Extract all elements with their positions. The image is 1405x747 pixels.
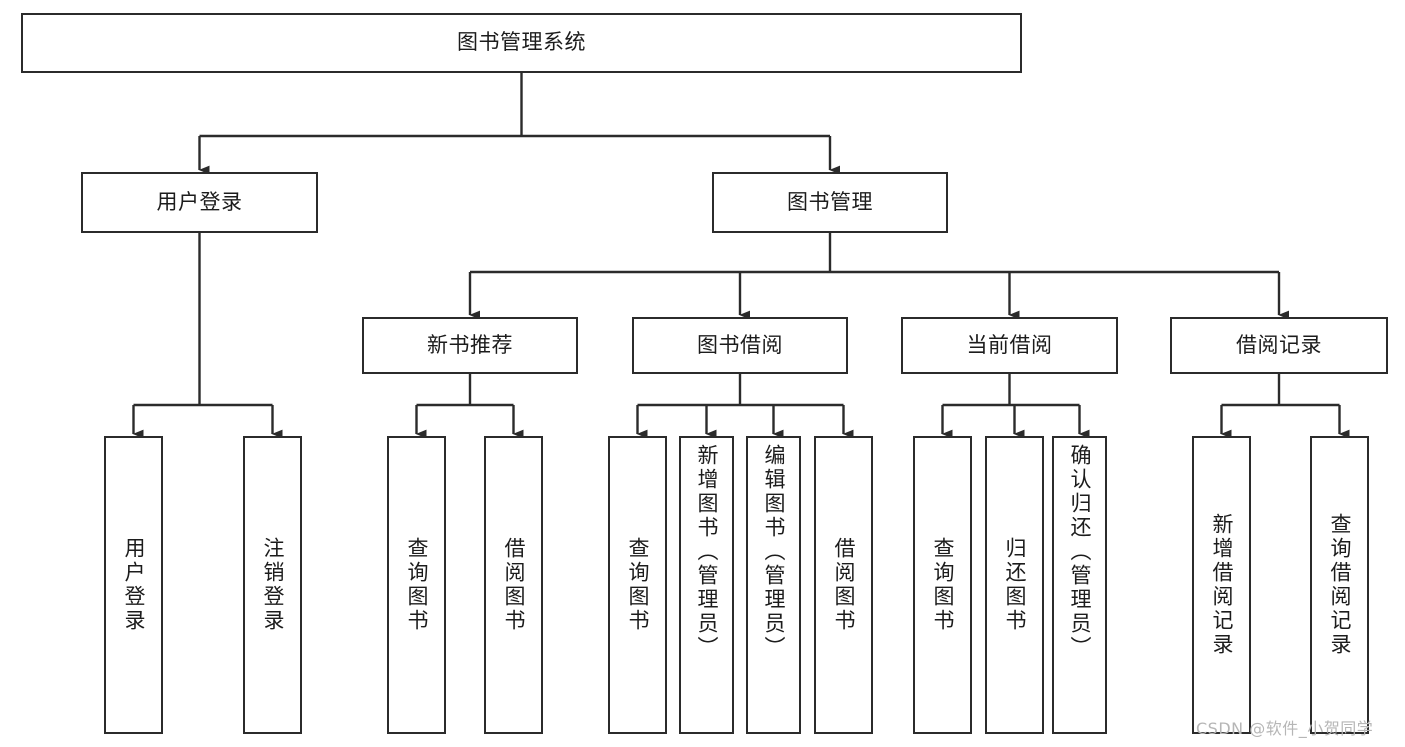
node-current-borrow[interactable]: 当前借阅 xyxy=(901,317,1118,374)
node-new-book-recommend-label: 新书推荐 xyxy=(427,332,513,357)
node-leaf-user-login-label: 用户登录 xyxy=(122,537,146,633)
node-book-borrow-label: 图书借阅 xyxy=(697,332,783,357)
node-user-login-label: 用户登录 xyxy=(156,189,243,214)
node-leaf-user-logout-label: 注销登录 xyxy=(261,537,285,633)
node-leaf-borrow-book-1-label: 借阅图书 xyxy=(502,537,526,633)
node-leaf-query-book-1-label: 查询图书 xyxy=(405,537,429,633)
node-leaf-add-borrow-record-label: 新增借阅记录 xyxy=(1210,513,1234,657)
connector-lines xyxy=(132,73,1350,439)
node-book-manage[interactable]: 图书管理 xyxy=(712,172,948,233)
node-leaf-borrow-book-1[interactable]: 借阅图书 xyxy=(484,436,543,734)
node-leaf-edit-book-admin-label: 编辑图书（管理员） xyxy=(762,444,786,660)
node-book-borrow[interactable]: 图书借阅 xyxy=(632,317,848,374)
node-user-login[interactable]: 用户登录 xyxy=(81,172,318,233)
node-leaf-confirm-return-admin[interactable]: 确认归还（管理员） xyxy=(1052,436,1107,734)
node-leaf-borrow-book-2[interactable]: 借阅图书 xyxy=(814,436,873,734)
node-leaf-query-book-3[interactable]: 查询图书 xyxy=(913,436,972,734)
node-leaf-query-book-1[interactable]: 查询图书 xyxy=(387,436,446,734)
node-leaf-add-book-admin[interactable]: 新增图书（管理员） xyxy=(679,436,734,734)
node-leaf-return-book[interactable]: 归还图书 xyxy=(985,436,1044,734)
node-leaf-edit-book-admin[interactable]: 编辑图书（管理员） xyxy=(746,436,801,734)
node-leaf-add-borrow-record[interactable]: 新增借阅记录 xyxy=(1192,436,1251,734)
node-leaf-user-login[interactable]: 用户登录 xyxy=(104,436,163,734)
node-root-label: 图书管理系统 xyxy=(457,30,586,55)
node-leaf-confirm-return-admin-label: 确认归还（管理员） xyxy=(1068,444,1092,660)
node-leaf-query-borrow-record-label: 查询借阅记录 xyxy=(1328,513,1352,657)
node-borrow-record[interactable]: 借阅记录 xyxy=(1170,317,1388,374)
node-root[interactable]: 图书管理系统 xyxy=(21,13,1022,73)
node-leaf-query-book-2[interactable]: 查询图书 xyxy=(608,436,667,734)
node-leaf-query-book-2-label: 查询图书 xyxy=(626,537,650,633)
node-leaf-query-borrow-record[interactable]: 查询借阅记录 xyxy=(1310,436,1369,734)
node-new-book-recommend[interactable]: 新书推荐 xyxy=(362,317,578,374)
node-leaf-user-logout[interactable]: 注销登录 xyxy=(243,436,302,734)
node-leaf-return-book-label: 归还图书 xyxy=(1003,537,1027,633)
node-leaf-query-book-3-label: 查询图书 xyxy=(931,537,955,633)
node-leaf-add-book-admin-label: 新增图书（管理员） xyxy=(695,444,719,660)
node-current-borrow-label: 当前借阅 xyxy=(966,332,1053,357)
node-book-manage-label: 图书管理 xyxy=(787,189,873,214)
node-leaf-borrow-book-2-label: 借阅图书 xyxy=(832,537,856,633)
node-borrow-record-label: 借阅记录 xyxy=(1236,332,1322,357)
